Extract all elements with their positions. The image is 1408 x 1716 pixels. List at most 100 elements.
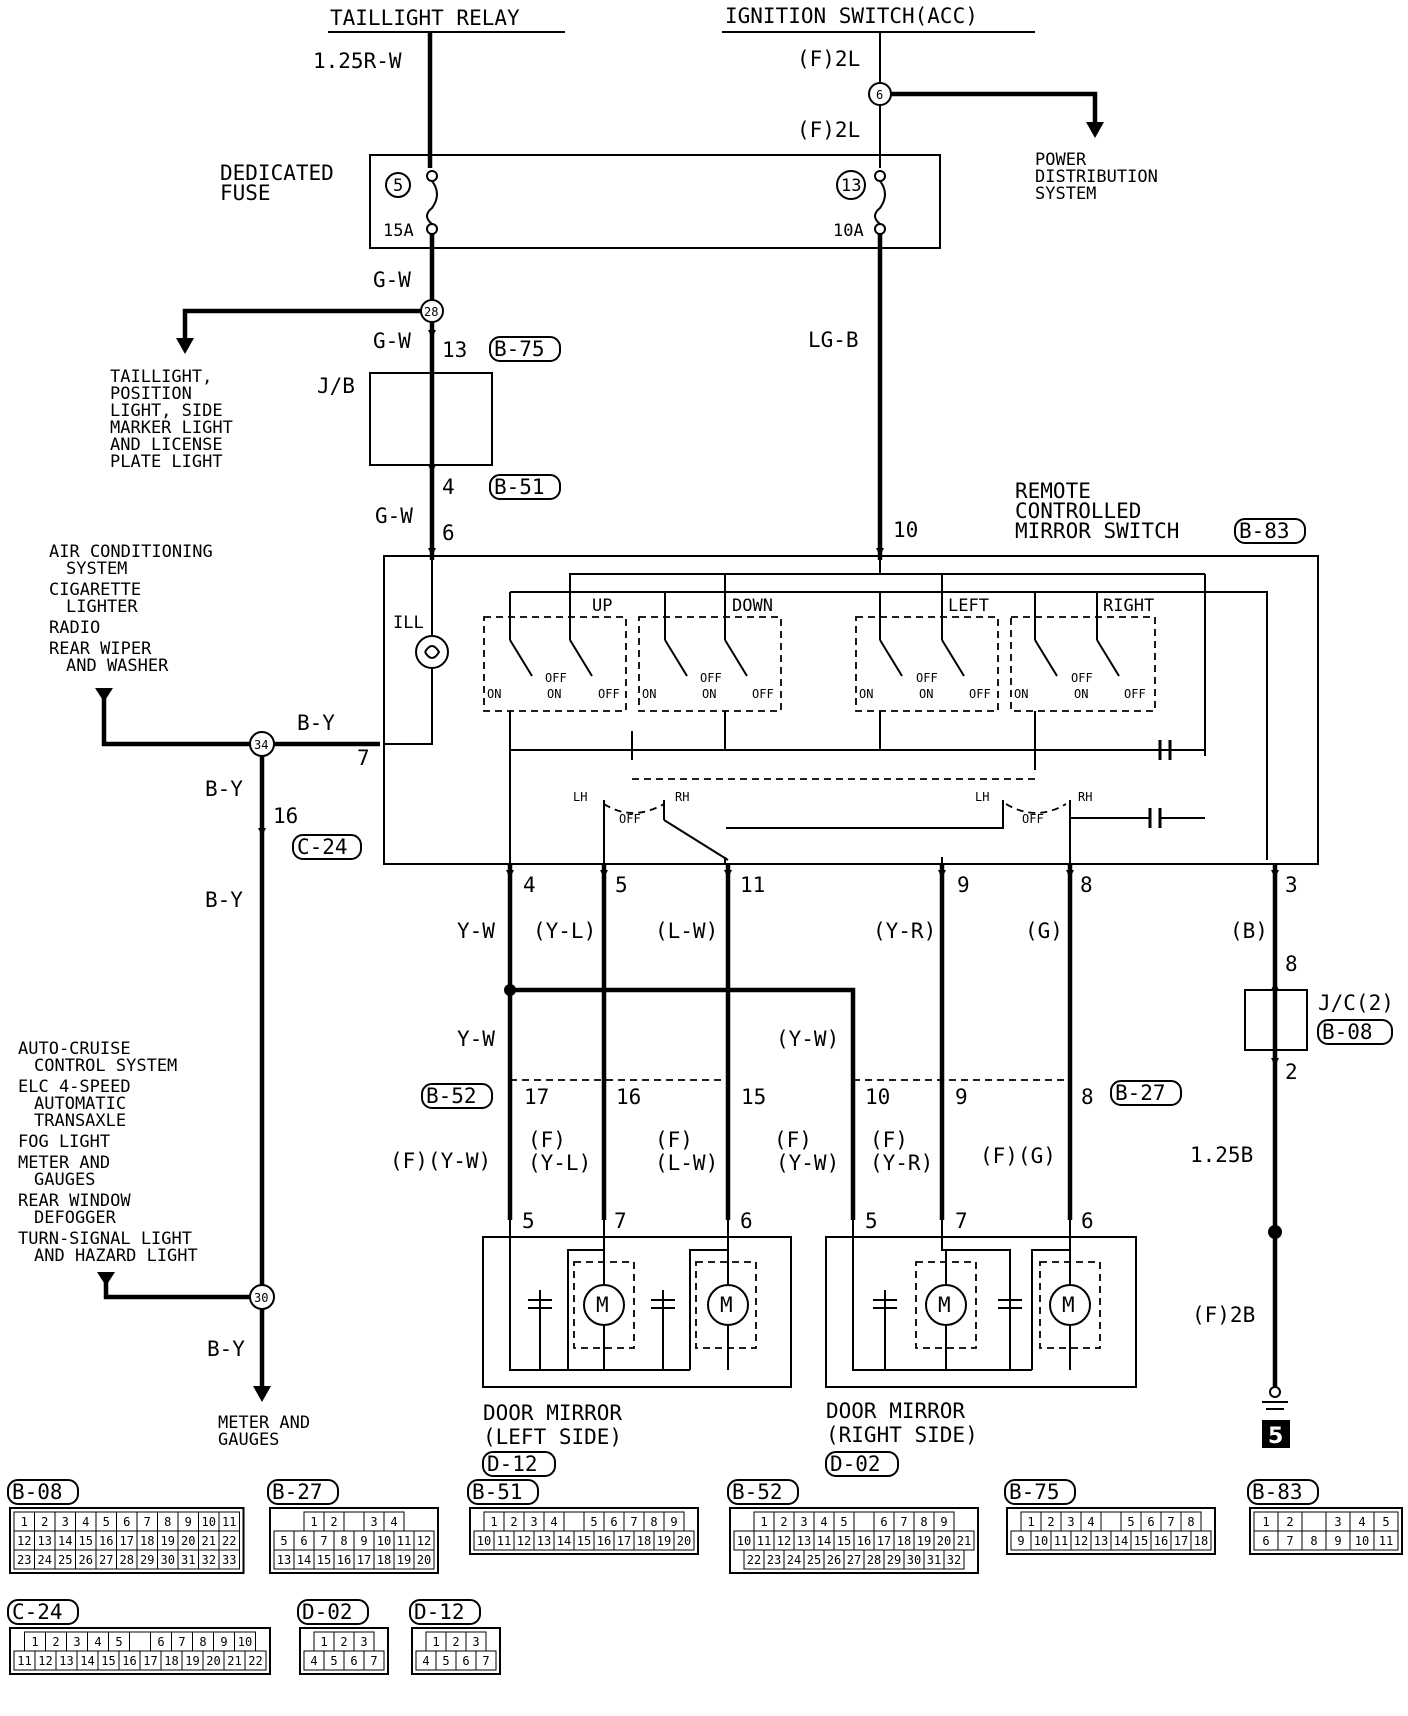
connector-pin: 27 — [99, 1553, 113, 1567]
svg-text:MARKER LIGHT: MARKER LIGHT — [110, 418, 233, 438]
svg-text:OFF: OFF — [700, 671, 722, 685]
conn-badge-b08 — [1317, 1019, 1393, 1045]
connector-pin: 19 — [397, 1553, 411, 1567]
svg-text:M: M — [1062, 1293, 1075, 1317]
svg-text:PLATE LIGHT: PLATE LIGHT — [110, 452, 223, 472]
connector-pin: 6 — [1147, 1515, 1154, 1529]
connector-pin: 9 — [670, 1515, 677, 1529]
connector-pin: 12 — [38, 1654, 52, 1668]
svg-text:(F): (F) — [528, 1128, 566, 1152]
connector-pin: 5 — [280, 1534, 287, 1548]
switch-contacts: ON OFF ON OFF ON OFF ON OFF ON OFF ON OF… — [487, 574, 1146, 701]
ill-destination-bottom: METER AND GAUGES — [218, 1413, 310, 1450]
conn-badge-d02 — [825, 1451, 899, 1477]
connector-pin: 14 — [58, 1534, 72, 1548]
connector-pin: 11 — [17, 1654, 31, 1668]
f-wire-y-w-left: (F)(Y-W) — [390, 1149, 491, 1173]
connector-pin: 7 — [1167, 1515, 1174, 1529]
connector-pin: 8 — [199, 1635, 206, 1649]
connector-pin: 30 — [161, 1553, 175, 1567]
switch-right-label: RIGHT — [1103, 596, 1154, 616]
power-distribution-label: POWER DISTRIBUTION SYSTEM — [1035, 150, 1158, 204]
wire-1-25r-w: 1.25R-W — [313, 49, 402, 73]
connector-pin: 6 — [123, 1515, 130, 1529]
svg-text:SYSTEM: SYSTEM — [66, 559, 127, 579]
mirror-right-pin-6: 6 — [1081, 1209, 1094, 1233]
connector-pin: 2 — [1286, 1515, 1293, 1529]
connector-pin: 8 — [920, 1515, 927, 1529]
connector-pin: 19 — [185, 1654, 199, 1668]
connector-pin: 26 — [827, 1553, 841, 1567]
connector-pin: 15 — [1134, 1534, 1148, 1548]
f-wire-y-l: (Y-L) — [528, 1151, 591, 1175]
connector-pin: 6 — [1262, 1534, 1269, 1548]
wire-1-25b: 1.25B — [1190, 1143, 1253, 1167]
connector-pin: 5 — [103, 1515, 110, 1529]
connector-pin: 18 — [637, 1534, 651, 1548]
connector-pin: 30 — [907, 1553, 921, 1567]
connector-pin: 9 — [220, 1635, 227, 1649]
connector-id: D-02 — [302, 1600, 353, 1624]
door-mirror-right: M M — [825, 1220, 1137, 1388]
mirror-right-title-1: DOOR MIRROR — [826, 1399, 965, 1423]
b27-pin-8: 8 — [1081, 1085, 1094, 1109]
svg-text:REAR WINDOW: REAR WINDOW — [18, 1191, 131, 1211]
connector-pin: 4 — [94, 1635, 101, 1649]
connector-pin: 29 — [140, 1553, 154, 1567]
svg-text:DISTRIBUTION: DISTRIBUTION — [1035, 167, 1158, 187]
svg-text:AUTO-CRUISE: AUTO-CRUISE — [18, 1039, 131, 1059]
connector-pin: 22 — [222, 1534, 236, 1548]
connector-id: B-52 — [732, 1480, 783, 1504]
f-wire-g: (F)(G) — [980, 1144, 1056, 1168]
connector-pin: 23 — [767, 1553, 781, 1567]
connector-pin: 7 — [630, 1515, 637, 1529]
svg-text:POWER: POWER — [1035, 150, 1087, 170]
taillight-relay-label: TAILLIGHT RELAY — [330, 6, 520, 30]
wire-g: (G) — [1025, 919, 1063, 943]
connector-pin: 15 — [837, 1534, 851, 1548]
connector-pin: 11 — [497, 1534, 511, 1548]
pin-4-jb: 4 — [442, 475, 455, 499]
mirror-left-title-2: (LEFT SIDE) — [483, 1425, 622, 1449]
connector-id: B-83 — [1252, 1480, 1303, 1504]
connector-pin: 1 — [1027, 1515, 1034, 1529]
connector-pin: 4 — [820, 1515, 827, 1529]
connector-pin: 7 — [144, 1515, 151, 1529]
connector-pin: 20 — [417, 1553, 431, 1567]
connector-pin: 3 — [62, 1515, 69, 1529]
wire-g-w-1: G-W — [373, 268, 411, 292]
connector-pin: 3 — [1334, 1515, 1341, 1529]
connector-pin: 13 — [277, 1553, 291, 1567]
ground-pin-2: 2 — [1285, 1060, 1298, 1084]
connector-pin: 8 — [650, 1515, 657, 1529]
b27-pin-9: 9 — [955, 1085, 968, 1109]
svg-text:MIRROR SWITCH: MIRROR SWITCH — [1015, 519, 1179, 543]
connector-pin: 5 — [330, 1654, 337, 1668]
conn-badge-b51 — [489, 474, 561, 500]
pin-6-ill: 6 — [442, 521, 455, 545]
connector-pin: 16 — [597, 1534, 611, 1548]
connector-pin: 17 — [877, 1534, 891, 1548]
jb-label: J/B — [317, 374, 355, 398]
connector-pin: 3 — [370, 1515, 377, 1529]
svg-text:M: M — [720, 1293, 733, 1317]
svg-text:ON: ON — [859, 687, 873, 701]
connector-pin: 6 — [462, 1654, 469, 1668]
dedicated-fuse-label-2: FUSE — [220, 181, 271, 205]
svg-text:RADIO: RADIO — [49, 618, 100, 638]
ill-destination-mid: AUTO-CRUISE CONTROL SYSTEM ELC 4-SPEED A… — [18, 1039, 198, 1266]
svg-text:ON: ON — [1074, 687, 1088, 701]
connector-pin: 10 — [477, 1534, 491, 1548]
wire-g-w-2: G-W — [373, 329, 411, 353]
svg-text:AUTOMATIC: AUTOMATIC — [34, 1094, 126, 1114]
conn-badge-c24 — [292, 834, 362, 860]
connector-pin: 11 — [222, 1515, 236, 1529]
fuse-15a: 15A — [383, 221, 414, 241]
connector-pin: 3 — [530, 1515, 537, 1529]
svg-text:13: 13 — [841, 176, 861, 196]
